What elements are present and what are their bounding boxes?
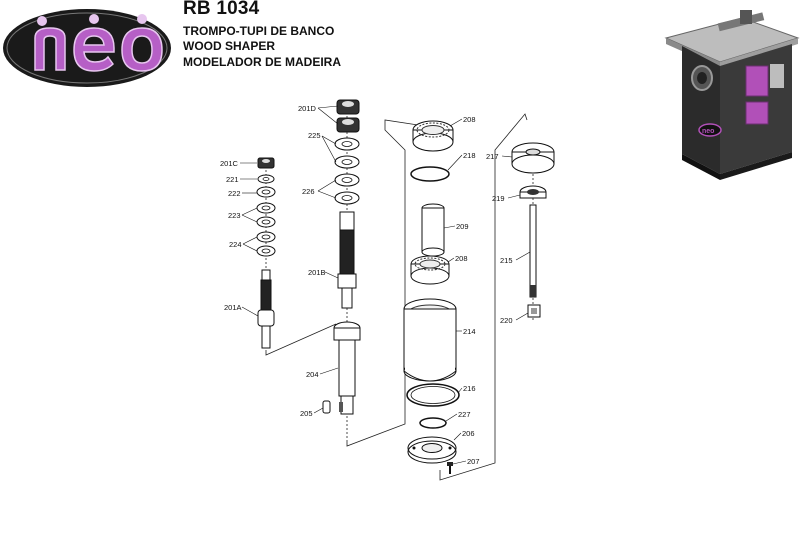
neo-logo-mark	[3, 9, 171, 87]
part-201A-spindle	[257, 269, 275, 349]
part-201D-nuts	[336, 99, 360, 133]
subtitle-english: WOOD SHAPER	[183, 39, 276, 53]
label-227: 227	[458, 410, 471, 419]
label-206: 206	[462, 429, 475, 438]
label-218: 218	[463, 151, 476, 160]
wood-shaper-machine-image: neo	[664, 10, 800, 180]
svg-text:neo: neo	[702, 128, 714, 135]
machine-photo: neo	[660, 4, 800, 184]
subtitle-portuguese-2: MODELADOR DE MADEIRA	[183, 55, 341, 69]
label-217: 217	[486, 152, 499, 161]
part-219-nut	[519, 185, 547, 199]
label-226: 226	[302, 187, 315, 196]
label-215: 215	[500, 256, 513, 265]
part-227-ring	[419, 417, 447, 429]
label-201D: 201D	[298, 104, 317, 113]
label-204: 204	[306, 370, 319, 379]
label-216: 216	[463, 384, 476, 393]
part-218-ring	[410, 166, 450, 182]
label-220: 220	[500, 316, 513, 325]
label-208-upper: 208	[463, 115, 476, 124]
part-201C-nut	[257, 157, 275, 169]
part-205-key	[322, 400, 331, 414]
model-number: RB 1034	[183, 0, 260, 19]
part-207-screw	[447, 462, 453, 474]
label-209: 209	[456, 222, 469, 231]
part-206-flange	[407, 436, 457, 464]
part-217-pulley	[511, 142, 555, 174]
label-207: 207	[467, 457, 480, 466]
part-216-snap-ring	[406, 383, 460, 407]
part-204-shaft	[333, 321, 361, 415]
label-223: 223	[228, 211, 241, 220]
label-201B: 201B	[308, 268, 326, 277]
neo-logo	[2, 8, 172, 88]
label-222: 222	[228, 189, 241, 198]
part-220-block	[527, 304, 541, 318]
label-201A: 201A	[224, 303, 242, 312]
label-214: 214	[463, 327, 476, 336]
part-215-rod	[529, 204, 537, 298]
label-224: 224	[229, 240, 242, 249]
label-219: 219	[492, 194, 505, 203]
label-221: 221	[226, 175, 239, 184]
label-208-lower: 208	[455, 254, 468, 263]
part-201B-arbor	[337, 211, 357, 309]
label-205: 205	[300, 409, 313, 418]
part-208-upper-bearing	[412, 120, 454, 152]
subtitle-portuguese: TROMPO-TUPI DE BANCO	[183, 24, 335, 38]
part-208-lower-bearing	[410, 255, 450, 285]
part-214-housing	[403, 298, 457, 382]
part-209-spacer	[421, 203, 445, 257]
label-201C: 201C	[220, 159, 239, 168]
label-225: 225	[308, 131, 321, 140]
